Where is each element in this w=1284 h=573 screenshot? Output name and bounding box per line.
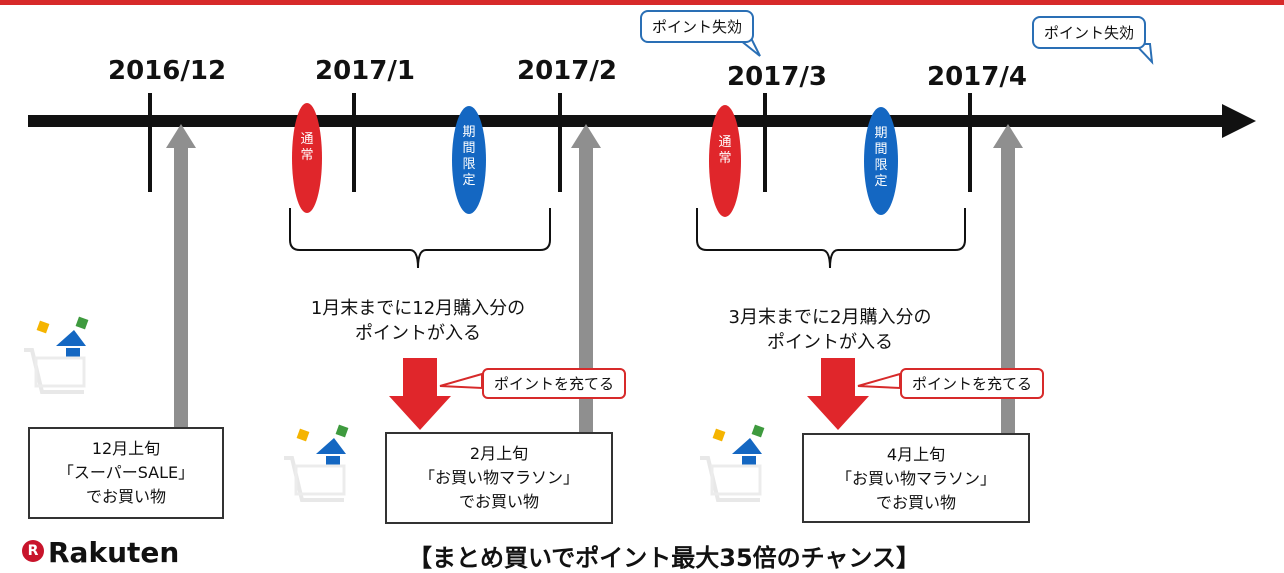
limited-point-label: 期間限定 [874,126,888,189]
event-date: 4月上旬 [886,445,946,464]
brace-jan [289,208,551,269]
event-action: でお買い物 [85,487,166,506]
limited-point-badge [864,107,898,215]
campaign-slogan: 【まとめ買いでポイント最大35倍のチャンス】 [408,544,920,572]
event-action: でお買い物 [458,492,539,511]
rakuten-logo-text: Rakuten [48,536,180,569]
points-arrival-note: 1月末までに12月購入分の ポイントが入る [268,296,568,346]
apply-points-label: ポイントを充てる [900,368,1045,399]
note-line: ポイントが入る [767,332,893,353]
limited-point-badge [452,106,486,214]
normal-point-label: 通常 [718,135,732,166]
apply-arrow-1 [389,358,451,430]
purchase-arrow-feb [571,124,601,438]
top-accent-line [0,0,1284,5]
timeline-arrowhead [1222,104,1256,138]
year-label: 2016/12 [108,56,227,86]
purchase-arrow-dec [166,124,196,433]
event-box-feb: 2月上旬 「お買い物マラソン」 でお買い物 [385,432,613,524]
event-name: 「お買い物マラソン」 [418,468,579,487]
note-line: ポイントが入る [355,323,481,344]
event-name: 「スーパーSALE」 [57,463,195,482]
apply-label-tail-1 [439,372,483,390]
purchase-arrow-apr [993,124,1023,438]
year-label: 2017/1 [315,56,415,86]
expiry-bubble: ポイント失効 [1032,16,1147,49]
rakuten-logo-mark: R [22,540,44,562]
event-date: 12月上旬 [91,439,161,458]
apply-points-label: ポイントを充てる [482,368,627,399]
cart-icon [700,424,765,502]
brace-mar [696,208,966,269]
note-line: 1月末までに12月購入分の [310,298,526,319]
event-box-dec: 12月上旬 「スーパーSALE」 でお買い物 [28,427,224,519]
normal-point-label: 通常 [300,132,314,163]
event-name: 「お買い物マラソン」 [835,469,996,488]
expiry-bubble: ポイント失効 [640,10,755,43]
points-arrival-note: 3月末までに2月購入分の ポイントが入る [690,305,970,355]
note-line: 3月末までに2月購入分の [728,307,932,328]
apply-arrow-2 [807,358,869,430]
year-label: 2017/4 [927,62,1027,92]
cart-icon [284,424,349,502]
apply-label-tail-2 [857,372,901,390]
cart-icon [24,316,89,394]
normal-point-badge [292,103,322,213]
event-date: 2月上旬 [469,444,529,463]
event-action: でお買い物 [875,493,956,512]
event-box-apr: 4月上旬 「お買い物マラソン」 でお買い物 [802,433,1030,523]
limited-point-label: 期間限定 [462,125,476,188]
year-label: 2017/3 [727,62,827,92]
normal-point-badge [709,105,741,217]
year-label: 2017/2 [517,56,617,86]
